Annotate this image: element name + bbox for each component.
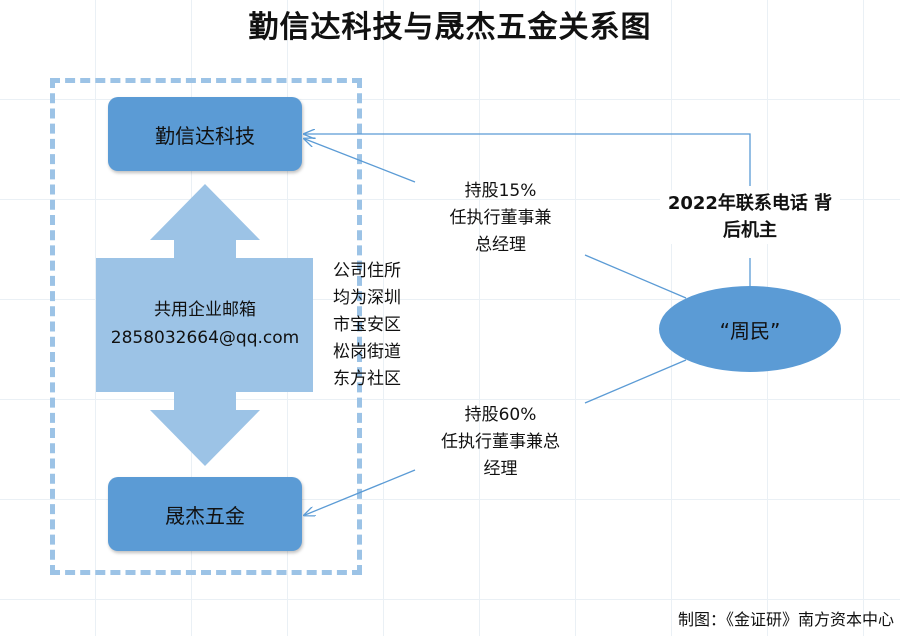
relation-line-top [305, 139, 416, 183]
relation-line-bottom [305, 469, 416, 515]
double-arrow-polygon [96, 184, 313, 466]
relation-line-text: 任执行董事兼 [449, 208, 552, 228]
relation-line-text: 持股15% [464, 181, 537, 201]
person-name: “周民” [719, 318, 781, 343]
address-note: 公司住所 均为深圳 市宝安区 松岗街道 东方社区 [333, 258, 423, 393]
shared-email-address: 2858032664@qq.com [110, 328, 300, 348]
relation-label-bottom: 持股60% 任执行董事兼总 经理 [423, 402, 578, 483]
address-line: 东方社区 [333, 369, 401, 389]
shared-email-label: 共用企业邮箱 2858032664@qq.com [96, 296, 314, 352]
relation-label-top: 持股15% 任执行董事兼 总经理 [428, 178, 573, 259]
relation-line-top [584, 254, 687, 299]
source-credit: 制图：《金证研》南方资本中心 [677, 610, 894, 629]
address-line: 公司住所 [333, 261, 401, 281]
address-line: 市宝安区 [333, 315, 401, 335]
phone-note-line: 后机主 [723, 220, 777, 241]
relation-line-text: 经理 [483, 459, 518, 479]
phone-owner-note: 2022年联系电话 背 后机主 [660, 190, 840, 244]
address-line: 松岗街道 [333, 342, 401, 362]
company-box-qinxinda: 勤信达科技 [108, 97, 302, 171]
relation-line-text: 持股60% [464, 405, 537, 425]
relation-line-text: 总经理 [475, 235, 526, 255]
company-group-frame [50, 78, 362, 575]
diagram-title: 勤信达科技与晟杰五金关系图 [248, 10, 652, 45]
company-name-qinxinda: 勤信达科技 [155, 123, 255, 148]
phone-note-line: 2022年联系电话 背 [667, 193, 833, 214]
relation-line-bottom [584, 359, 687, 404]
address-line: 均为深圳 [333, 288, 401, 308]
company-name-shengjie: 晟杰五金 [165, 503, 245, 528]
person-node-zhoumin: “周民” [659, 286, 841, 372]
company-box-shengjie: 晟杰五金 [108, 477, 302, 551]
relation-line-text: 任执行董事兼总 [441, 432, 560, 452]
shared-email-title: 共用企业邮箱 [154, 300, 256, 320]
phone-connector-line [305, 134, 751, 186]
